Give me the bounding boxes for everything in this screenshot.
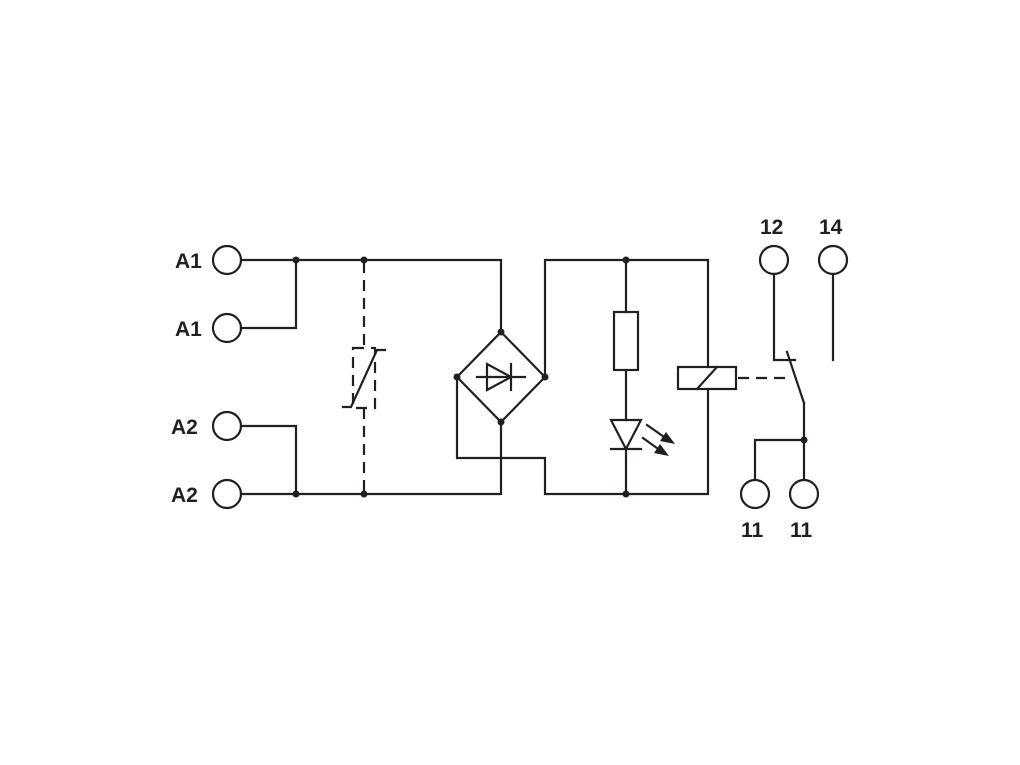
junction-dot <box>292 256 300 264</box>
wire-a2-bus <box>239 420 503 496</box>
junction-dot <box>360 490 368 498</box>
terminal-label-a2-bottom: A2 <box>171 484 198 507</box>
terminal-label-a2-top: A2 <box>171 416 198 439</box>
terminal-a2-bottom <box>211 478 243 510</box>
contact-blade <box>785 350 806 405</box>
terminal-label-a1-bottom: A1 <box>175 318 202 341</box>
input-terminals: A1 A1 A2 A2 <box>171 244 243 510</box>
terminal-label-14: 14 <box>819 216 843 239</box>
terminal-a2-top <box>211 410 243 442</box>
junction-dot <box>292 490 300 498</box>
terminal-11-left <box>739 478 771 510</box>
input-wiring <box>239 256 503 498</box>
terminal-a1-bottom <box>211 312 243 344</box>
terminal-label-12: 12 <box>760 216 783 239</box>
terminal-label-11-left: 11 <box>741 519 764 542</box>
wire-coil-return <box>624 387 710 496</box>
terminal-12 <box>758 244 790 276</box>
wire-a2-bridge <box>239 424 298 496</box>
resistor-symbol <box>612 310 640 372</box>
wire-common-bridge <box>753 438 806 483</box>
relay-coil-symbol <box>624 365 792 496</box>
terminal-label-11-right: 11 <box>790 519 813 542</box>
terminal-11-right <box>788 478 820 510</box>
junction-dot <box>360 256 368 264</box>
wire-bridge-minus <box>455 375 628 496</box>
wire-a1-bus <box>239 258 503 334</box>
varistor-symbol <box>341 262 387 493</box>
terminal-label-a1-top: A1 <box>175 250 202 273</box>
terminal-a1-top <box>211 244 243 276</box>
terminal-14 <box>817 244 849 276</box>
bridge-rectifier-symbol <box>453 258 710 496</box>
led-symbol <box>609 418 675 456</box>
wire-a1-bridge <box>239 258 298 330</box>
indicator-branch <box>609 256 675 498</box>
changeover-contact-symbol: 12 14 11 11 <box>739 216 849 542</box>
wire-contact-12 <box>772 272 797 362</box>
